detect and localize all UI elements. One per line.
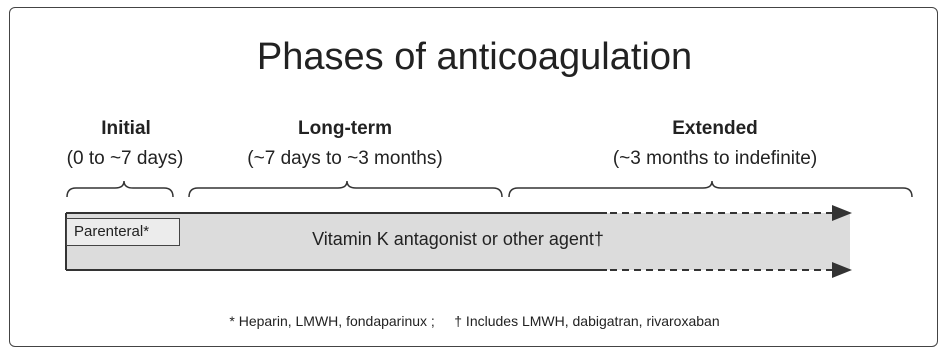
diagram-title: Phases of anticoagulation <box>256 36 693 78</box>
phase-extended-name: Extended <box>672 118 758 139</box>
phase-longterm-range: (~7 days to ~3 months) <box>247 148 443 169</box>
phase-extended-brace <box>508 180 913 198</box>
timeline-graphic <box>65 180 913 278</box>
phase-initial-brace <box>66 180 174 198</box>
phase-initial-name: Initial <box>101 118 151 139</box>
parenteral-box: Parenteral* <box>66 218 180 246</box>
phase-longterm-brace <box>188 180 503 198</box>
therapy-band <box>66 213 850 270</box>
footnote: * Heparin, LMWH, fondaparinux ; † Includ… <box>229 313 720 329</box>
phase-extended-range: (~3 months to indefinite) <box>612 148 818 169</box>
phase-initial-range: (0 to ~7 days) <box>66 148 184 169</box>
therapy-band-label: Vitamin K antagonist or other agent† <box>312 229 604 249</box>
phase-longterm-name: Long-term <box>298 118 392 139</box>
